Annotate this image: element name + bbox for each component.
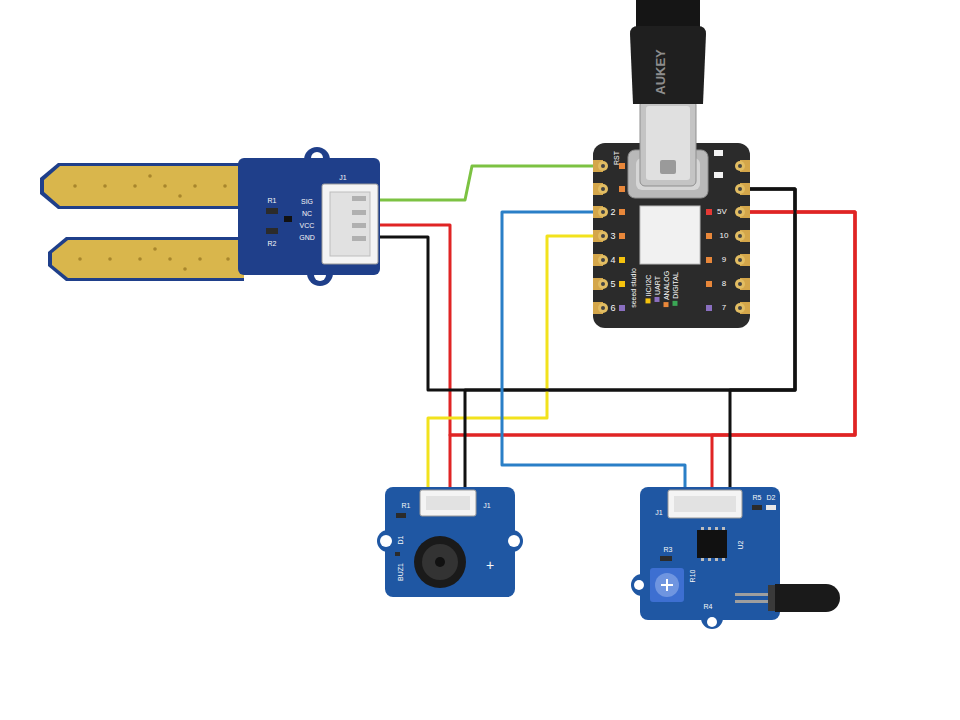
legend-swatch [664, 302, 669, 307]
silkscreen-label: VCC [300, 222, 315, 229]
pin-legend-item: DIGITAL [672, 272, 679, 306]
flame-sensor-board: J1 R5 D2R3 U2R10R4 [640, 487, 780, 620]
silkscreen-label: + [486, 558, 494, 572]
silkscreen-label: R1 [268, 197, 277, 204]
wire [712, 212, 855, 487]
silkscreen-label: NC [302, 210, 312, 217]
legend-text: UART [654, 276, 661, 295]
silkscreen-label: 3 [610, 232, 615, 241]
legend-swatch [646, 298, 651, 303]
silkscreen-label: BUZ1 [397, 563, 404, 581]
legend-text: DIGITAL [672, 272, 679, 299]
silkscreen-label: R1 [402, 502, 411, 509]
silkscreen-label: R3 [664, 546, 673, 553]
wire [502, 212, 685, 487]
silkscreen-label: SIG [301, 198, 313, 205]
xiao-board: RST 2 3 4 5 6 5V 10 9 8 7 seeed studio IIC/I2CUARTAN… [593, 143, 750, 328]
silkscreen-label: J1 [483, 502, 490, 509]
silkscreen-label: R4 [704, 603, 713, 610]
silkscreen-label: 4 [610, 256, 615, 265]
wire [380, 189, 795, 390]
legend-text: IIC/I2C [645, 275, 652, 297]
silkscreen-label: 5V [717, 208, 727, 216]
cable-brand: AUKEY [654, 49, 667, 95]
silkscreen-label: 6 [610, 304, 615, 313]
silkscreen-label: U2 [737, 541, 744, 550]
wire [730, 189, 795, 487]
wire [380, 166, 593, 200]
silkscreen-label: 5 [610, 280, 615, 289]
silkscreen-label: D1 [397, 536, 404, 545]
silkscreen-label: 8 [722, 280, 726, 288]
silkscreen-label: R5 [753, 494, 762, 501]
moisture-sensor-board: J1SIG NC VCC GND R1R2 [238, 158, 380, 275]
wire [465, 189, 795, 487]
silkscreen-label: 9 [722, 256, 726, 264]
usb-cable-illustration [630, 0, 706, 186]
silkscreen-label: D2 [767, 494, 776, 501]
legend-text: ANALOG [663, 271, 670, 300]
silkscreen-label: RST [613, 151, 620, 165]
wire [380, 212, 855, 435]
silkscreen-label: 2 [610, 208, 615, 217]
silkscreen-label: 7 [722, 304, 726, 312]
legend-swatch [655, 297, 660, 302]
buzzer-board: R1 J1D1BUZ1 + [385, 487, 515, 597]
buzzer-module-illustration [377, 487, 523, 597]
wire [428, 236, 593, 487]
pin-legend-item: ANALOG [663, 271, 670, 307]
silkscreen-label: R2 [268, 240, 277, 247]
silkscreen-label: GND [299, 234, 315, 241]
xiao-board-illustration [593, 143, 750, 328]
silkscreen-label: 10 [720, 232, 729, 240]
legend-swatch [673, 301, 678, 306]
moisture-sensor-illustration [40, 147, 380, 286]
silkscreen-label: J1 [339, 174, 346, 181]
pin-legend-item: IIC/I2C [645, 275, 652, 304]
silkscreen-label: J1 [655, 509, 662, 516]
silkscreen-label: R10 [689, 570, 696, 583]
pin-legend-item: UART [654, 276, 661, 302]
silkscreen-label: seeed studio [630, 268, 637, 308]
flame-sensor-illustration [631, 487, 840, 629]
